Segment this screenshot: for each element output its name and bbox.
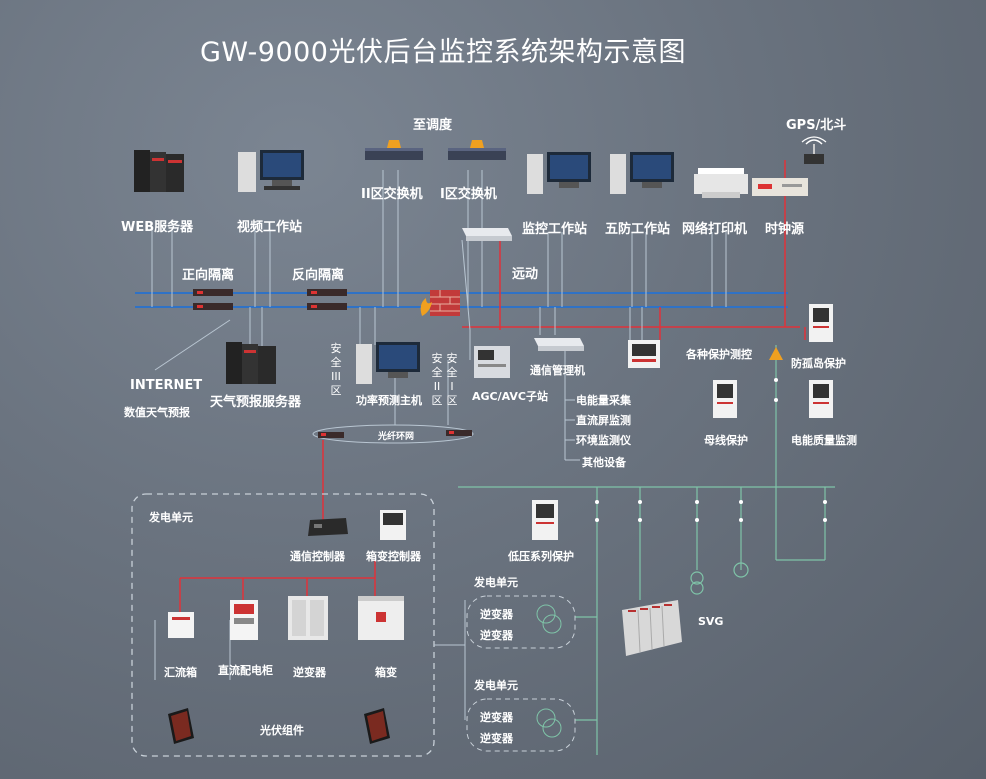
agc-avc-label: AGC/AVC子站 [472, 390, 548, 403]
video-workstation-icon[interactable] [238, 148, 308, 194]
fiber-node-left-icon [318, 432, 344, 438]
dc-cabinet-label: 直流配电柜 [218, 664, 273, 677]
energy-collect-label: 电能量采集 [576, 394, 631, 407]
reverse-isolation-device[interactable] [307, 287, 347, 313]
bus-protection-device-icon[interactable] [713, 380, 737, 418]
web-server-icon[interactable] [132, 148, 188, 194]
power-forecast-label: 功率预测主机 [356, 394, 422, 407]
anti-island-label: 防孤岛保护 [791, 357, 846, 370]
firewall-icon [420, 290, 460, 316]
zone1-vertical-label: 安全I区 [446, 352, 458, 407]
telecontrol-label: 远动 [512, 267, 539, 282]
combiner-label: 汇流箱 [164, 666, 197, 679]
unit1-inverter2-label: 逆变器 [480, 629, 513, 642]
power-quality-device-icon[interactable] [809, 380, 833, 418]
grid-lines [458, 345, 835, 755]
generation-unit-border [131, 493, 435, 757]
forward-isolation-label: 正向隔离 [182, 268, 235, 283]
wufang-workstation-icon[interactable] [610, 150, 676, 196]
comm-controller-label: 通信控制器 [290, 550, 345, 563]
dc-cabinet-icon[interactable] [230, 600, 258, 640]
zone1-switch-label: I区交换机 [440, 187, 497, 202]
protection-relay-icon[interactable] [628, 340, 660, 370]
zone1-switch-icon[interactable] [446, 138, 508, 164]
svg-label: SVG [698, 615, 724, 628]
comm-manager-label: 通信管理机 [530, 364, 585, 377]
pv-module-left-icon [168, 708, 194, 744]
protections-label: 各种保护测控 [686, 348, 752, 361]
fiber-ring-ellipse [312, 424, 474, 444]
monitor-station-label: 监控工作站 [522, 222, 588, 237]
unit2-title-label: 发电单元 [474, 679, 518, 692]
agc-avc-cabinet-icon[interactable] [472, 344, 512, 380]
monitor-workstation-icon[interactable] [527, 150, 593, 196]
pv-module-right-icon [364, 708, 390, 744]
comm-manager-icon[interactable] [530, 334, 586, 356]
printer-label: 网络打印机 [682, 222, 748, 237]
red-links [179, 160, 806, 615]
unit-transformer-symbols [536, 604, 562, 738]
zone2-switch-label: II区交换机 [361, 187, 423, 202]
zone2-switch-icon[interactable] [363, 138, 425, 164]
unit1-inverter1-label: 逆变器 [480, 608, 513, 621]
inverter-cabinet-icon[interactable] [288, 596, 328, 640]
anti-island-device-icon[interactable] [809, 304, 833, 342]
dispatch-label: 至调度 [413, 118, 453, 133]
wufang-station-label: 五防工作站 [605, 222, 671, 237]
comm-controller-icon[interactable] [306, 516, 350, 540]
telecontrol-device-icon[interactable] [458, 222, 514, 244]
page-title: GW-9000光伏后台监控系统架构示意图 [200, 37, 686, 68]
lv-protection-device-icon[interactable] [532, 500, 558, 540]
gps-label: GPS/北斗 [786, 118, 847, 133]
power-forecast-host-icon[interactable] [356, 340, 422, 386]
box-controller-label: 箱变控制器 [366, 550, 421, 563]
unit1-border [466, 595, 576, 649]
gps-antenna-icon [801, 136, 827, 164]
clock-source-icon[interactable] [752, 176, 808, 198]
box-controller-icon[interactable] [380, 510, 406, 540]
unit2-inverter1-label: 逆变器 [480, 711, 513, 724]
lv-protection-label: 低压系列保护 [508, 550, 574, 563]
zone2-vertical-label: 安全II区 [431, 352, 443, 407]
zone3-vertical-label: 安全III区 [330, 342, 342, 397]
svg-cabinet-icon[interactable] [618, 596, 686, 660]
unit-title-label: 发电单元 [149, 511, 193, 524]
arrester-icon [769, 347, 783, 360]
unit2-inverter2-label: 逆变器 [480, 732, 513, 745]
dc-screen-label: 直流屏监测 [576, 414, 631, 427]
pv-module-label: 光伏组件 [260, 724, 304, 737]
other-devices-label: 其他设备 [582, 456, 626, 469]
combiner-box-icon[interactable] [168, 612, 194, 638]
unit1-title-label: 发电单元 [474, 576, 518, 589]
box-transformer-icon[interactable] [358, 596, 404, 640]
web-server-label: WEB服务器 [121, 220, 194, 235]
weather-server-icon[interactable] [224, 340, 280, 386]
forward-isolation-device[interactable] [193, 287, 233, 313]
bus-protection-label: 母线保护 [704, 434, 748, 447]
fiber-node-right-icon [446, 430, 472, 436]
unit2-border [466, 698, 576, 752]
box-transformer-label: 箱变 [375, 666, 397, 679]
breaker-dots [595, 378, 827, 522]
nwp-label: 数值天气预报 [124, 406, 190, 419]
env-monitor-label: 环境监测仪 [576, 434, 631, 447]
inverter-label: 逆变器 [293, 666, 326, 679]
fiber-ring-label: 光纤环网 [378, 432, 415, 442]
reverse-isolation-label: 反向隔离 [292, 268, 345, 283]
video-station-label: 视频工作站 [237, 220, 303, 235]
printer-icon[interactable] [694, 164, 748, 200]
clock-source-label: 时钟源 [765, 222, 805, 237]
power-quality-label: 电能质量监测 [791, 434, 857, 447]
weather-server-label: 天气预报服务器 [210, 395, 302, 410]
internet-label: INTERNET [130, 378, 203, 393]
